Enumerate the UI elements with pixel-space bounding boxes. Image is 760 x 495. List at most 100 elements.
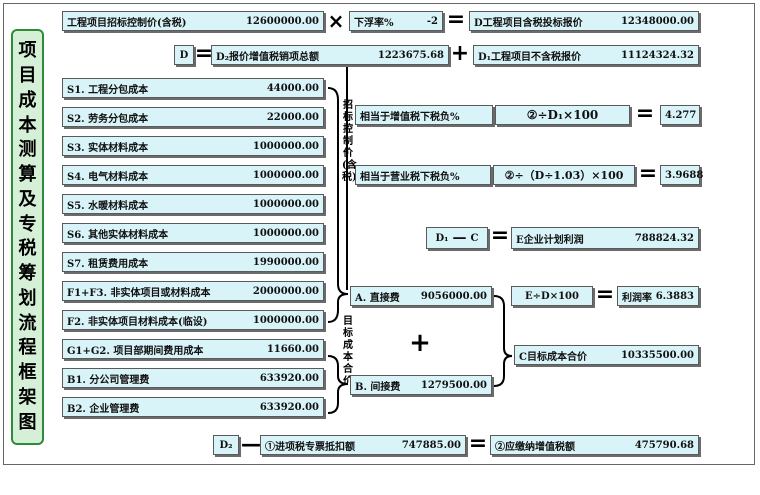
title-char: 税 [18, 238, 37, 260]
title-char: 架 [18, 386, 37, 408]
d-box: D [174, 45, 194, 65]
vat-payable-label: ②应缴纳增值税额 [495, 441, 575, 453]
target-cost-value: 10335500.00 [620, 349, 694, 361]
direct-cost-value: 9056000.00 [420, 290, 487, 302]
title-char: 项 [18, 40, 37, 62]
cost-item: S2. 劳务分包成本 22000.00 [62, 107, 324, 127]
business-tax-formula: ②÷（D÷1.03）×100 [493, 165, 635, 185]
margin-formula: E÷D×100 [511, 286, 593, 306]
cost-item-label: F2. 非实体项目材料成本(临设) [67, 316, 208, 328]
title-char: 筹 [18, 263, 37, 285]
cost-item-label: S1. 工程分包成本 [67, 84, 149, 96]
vat-burden-value: 4.277 [660, 105, 700, 125]
title-char: 本 [18, 114, 37, 136]
cost-item-value: 22000.00 [266, 111, 319, 123]
d2-box: D₂ [213, 435, 239, 455]
cost-item-label: S7. 租赁费用成本 [67, 258, 149, 270]
price-excluding-tax: D₁工程项目不含税报价 11124324.32 [473, 45, 699, 65]
bid-control-price-value: 12600000.00 [245, 15, 319, 27]
plus-operator: + [409, 328, 431, 358]
business-tax-label-box: 相当于营业税下税负% [355, 165, 491, 185]
d-box-label: D [179, 49, 189, 61]
vat-burden-label-box: 相当于增值税下税负% [355, 105, 493, 125]
title-char: 专 [18, 213, 37, 235]
bid-price-with-tax: D工程项目含税投标报价 12348000.00 [469, 11, 699, 31]
indirect-cost: B. 间接费 1279500.00 [350, 375, 492, 395]
minus-operator: — [452, 230, 467, 246]
equals-operator: = [194, 41, 214, 66]
bid-control-price-label: 工程项目招标控制价(含税) [67, 17, 187, 29]
cost-item-label: G1+G2. 项目部期间费用成本 [67, 345, 204, 357]
cost-item-value: 44000.00 [266, 82, 319, 94]
cost-item: S1. 工程分包成本 44000.00 [62, 78, 324, 98]
cost-item: G1+G2. 项目部期间费用成本 11660.00 [62, 339, 324, 359]
title-char: 成 [18, 89, 37, 111]
brace-lower [327, 293, 349, 323]
cost-item-value: 11660.00 [266, 343, 319, 355]
cost-item-label: B1. 分公司管理费 [67, 374, 150, 386]
direct-cost-label: A. 直接费 [355, 292, 400, 304]
title-char: 算 [18, 164, 37, 186]
profit-margin-value: 6.3883 [655, 290, 694, 302]
target-cost-vertical-label: 目标成本合价 [343, 316, 353, 387]
input-tax-label: ①进项税专票抵扣额 [265, 441, 355, 453]
d2-box-label: D₂ [219, 439, 233, 451]
cost-item-value: 1000000.00 [252, 198, 319, 210]
cost-item-label: S4. 电气材料成本 [67, 171, 149, 183]
business-tax-value-text: 3.9688 [665, 169, 704, 181]
title-char: 图 [18, 411, 37, 433]
minus-operator: — [241, 432, 261, 456]
business-tax-value: 3.9688 [660, 165, 704, 185]
price-excluding-tax-label: D₁工程项目不含税报价 [478, 51, 582, 63]
planned-profit-value: 788824.32 [634, 232, 694, 244]
equals-operator: = [446, 7, 466, 32]
equals-operator: = [595, 282, 615, 307]
cost-item-label: S2. 劳务分包成本 [67, 113, 149, 125]
float-rate: 下浮率% -2 [349, 11, 443, 31]
cost-item-label: S6. 其他实体材料成本 [67, 229, 169, 241]
input-tax-value: 747885.00 [401, 439, 461, 451]
output-vat-total: D₂报价增值税销项总额 1223675.68 [211, 45, 449, 65]
diagram-frame [3, 3, 755, 465]
cost-item-value: 1990000.00 [252, 256, 319, 268]
title-char: 目 [18, 65, 37, 87]
bid-control-price: 工程项目招标控制价(含税) 12600000.00 [62, 11, 324, 31]
target-cost-total: C目标成本合价 10335500.00 [514, 345, 699, 365]
float-rate-label: 下浮率% [354, 17, 394, 29]
title-char: 及 [18, 188, 37, 210]
cost-item: S7. 租赁费用成本 1990000.00 [62, 252, 324, 272]
business-tax-formula-text: ②÷（D÷1.03）×100 [504, 169, 624, 182]
business-tax-label: 相当于营业税下税负% [360, 171, 460, 183]
cost-item: F2. 非实体项目材料成本(临设) 1000000.00 [62, 310, 324, 330]
cost-item-value: 1000000.00 [252, 140, 319, 152]
profit-margin: 利润率 6.3883 [617, 286, 699, 306]
bid-price-with-tax-value: 12348000.00 [620, 15, 694, 27]
input-tax-deduction: ①进项税专票抵扣额 747885.00 [260, 435, 466, 455]
brace-target [493, 295, 513, 387]
cost-item-value: 1000000.00 [252, 314, 319, 326]
profit-formula-d1: D₁ [435, 232, 449, 244]
planned-profit-label: E企业计划利润 [516, 234, 584, 246]
bid-price-with-tax-label: D工程项目含税投标报价 [474, 17, 583, 29]
vat-payable: ②应缴纳增值税额 475790.68 [490, 435, 699, 455]
brace-indirect-bottom [327, 383, 349, 414]
equals-operator: = [635, 101, 655, 126]
vat-burden-formula-text: ②÷D₁×100 [526, 108, 599, 122]
cost-item-value: 633920.00 [259, 401, 319, 413]
title-char: 程 [18, 337, 37, 359]
cost-item-value: 2000000.00 [252, 285, 319, 297]
profit-formula-c: C [470, 232, 479, 244]
planned-profit: E企业计划利润 788824.32 [511, 227, 699, 249]
title-char: 测 [18, 139, 37, 161]
vat-burden-value-text: 4.277 [665, 109, 697, 121]
direct-cost: A. 直接费 9056000.00 [350, 286, 492, 306]
cost-item-value: 1000000.00 [252, 169, 319, 181]
vat-burden-formula: ②÷D₁×100 [495, 105, 630, 125]
output-vat-total-label: D₂报价增值税销项总额 [216, 51, 320, 63]
